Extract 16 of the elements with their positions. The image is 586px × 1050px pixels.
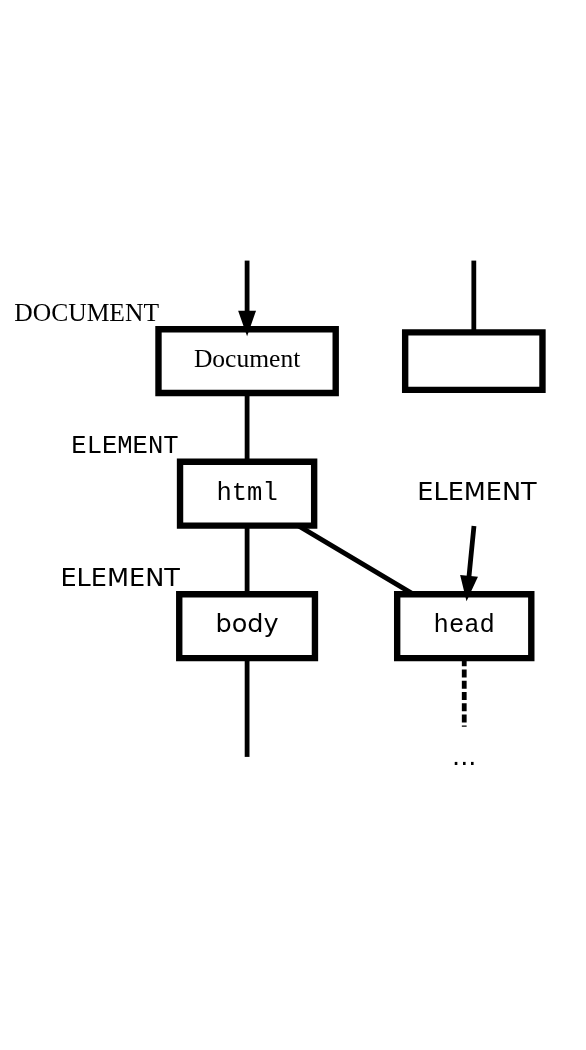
node-box: body [176, 591, 319, 662]
node-label: ELEMENT [71, 432, 179, 462]
node-text: ELEMENT [417, 475, 537, 506]
connector [471, 260, 477, 333]
node-label: ELEMENT [60, 561, 180, 592]
node-box: Document [155, 326, 339, 397]
connector [244, 658, 250, 757]
node-box [401, 329, 546, 394]
arrow [238, 260, 257, 337]
node-box: head [394, 591, 535, 662]
connector [244, 393, 250, 462]
node-text: ... [452, 740, 477, 771]
node-label: DOCUMENT [14, 297, 159, 327]
arrow [460, 525, 478, 602]
connector [461, 658, 467, 727]
node-box: html [176, 458, 318, 529]
